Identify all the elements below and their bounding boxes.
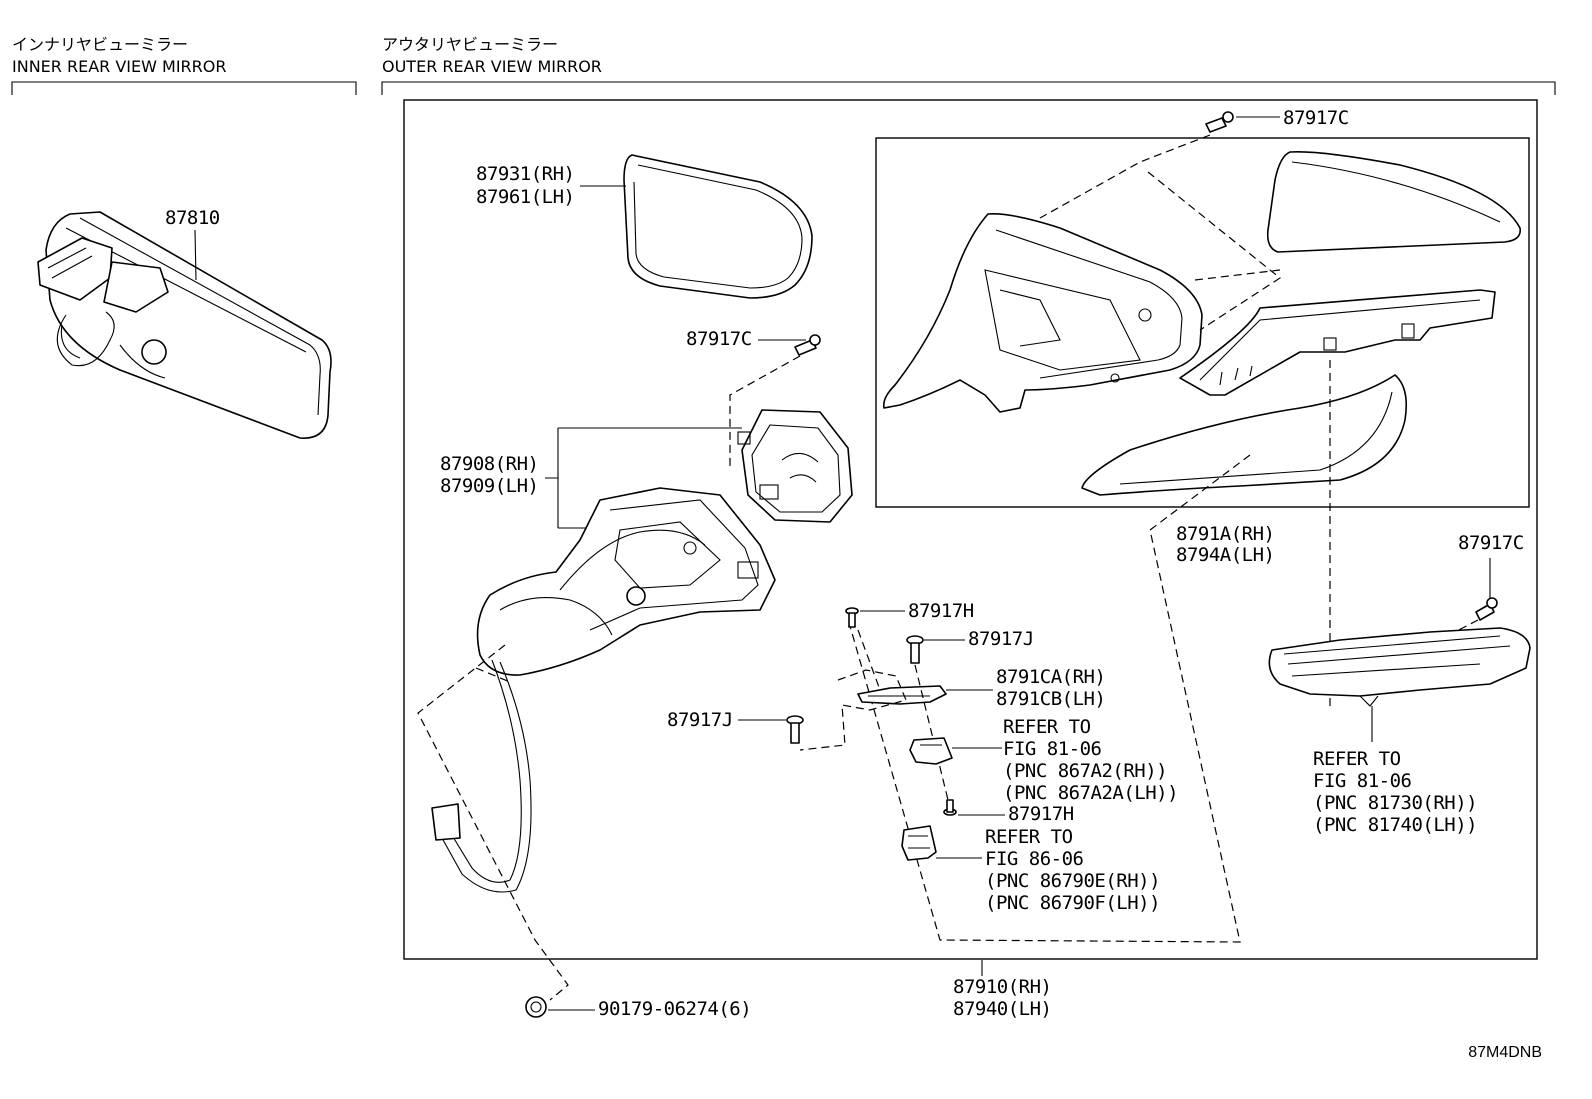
label-87917h-b: 87917H — [1008, 803, 1074, 825]
cover-subassembly-box — [875, 137, 1530, 508]
ref3-line1: REFER TO — [1313, 748, 1401, 770]
label-8791cb-lh: 8791CB(LH) — [996, 688, 1105, 710]
wiring-harness[interactable] — [431, 659, 532, 893]
screw-87917h-b[interactable] — [943, 799, 957, 816]
label-87917c-mid: 87917C — [686, 328, 752, 350]
mirror-glass[interactable] — [623, 154, 813, 299]
ref2-line1: REFER TO — [985, 826, 1073, 848]
label-87931-rh: 87931(RH) — [476, 163, 574, 185]
label-87917c-top: 87917C — [1283, 107, 1349, 129]
mirror-base-body[interactable] — [476, 487, 776, 676]
screw-87917c-right[interactable] — [1475, 597, 1498, 621]
ref1-line4: (PNC 867A2A(LH)) — [1003, 782, 1178, 804]
nut-90179[interactable] — [525, 996, 547, 1018]
screw-87917j-a[interactable] — [906, 635, 924, 664]
mirror-housing-shell[interactable] — [882, 212, 1203, 413]
outer-assembly-frame — [403, 99, 1538, 960]
ref2-line2: FIG 86-06 — [985, 848, 1084, 870]
inner-section-bracket — [11, 81, 357, 95]
mirror-actuator[interactable] — [737, 409, 853, 523]
ref2-line3: (PNC 86790E(RH)) — [985, 870, 1160, 892]
upper-cover[interactable] — [1266, 150, 1522, 253]
inner-section-title-en: INNER REAR VIEW MIRROR — [12, 57, 227, 76]
label-87917j-b: 87917J — [667, 709, 733, 731]
lower-cover[interactable] — [1081, 374, 1408, 496]
ref3-line4: (PNC 81740(LH)) — [1313, 814, 1477, 836]
ref1-line1: REFER TO — [1003, 716, 1091, 738]
outer-section-title-en: OUTER REAR VIEW MIRROR — [382, 57, 602, 76]
turn-signal-lamp[interactable] — [1268, 627, 1531, 707]
label-87810: 87810 — [165, 207, 220, 229]
label-87917h-a: 87917H — [908, 600, 974, 622]
label-8791ca-rh: 8791CA(RH) — [996, 666, 1105, 688]
screw-87917h-a[interactable] — [845, 607, 859, 628]
screw-87917c-top[interactable] — [1205, 111, 1234, 133]
inner-rear-view-mirror[interactable] — [37, 211, 332, 439]
ref3-line3: (PNC 81730(RH)) — [1313, 792, 1477, 814]
label-87961-lh: 87961(LH) — [476, 186, 574, 208]
screw-87917c-mid[interactable] — [794, 334, 821, 356]
inner-section-title-jp: インナリヤビューミラー — [12, 35, 188, 54]
screw-87917j-b[interactable] — [786, 715, 804, 744]
lamp-86790[interactable] — [901, 825, 937, 861]
label-90179-06274: 90179-06274(6) — [598, 998, 751, 1020]
label-87940-lh: 87940(LH) — [953, 998, 1051, 1020]
label-87908-rh: 87908(RH) — [440, 453, 538, 475]
label-87917j-a: 87917J — [968, 628, 1034, 650]
label-8794a-lh: 8794A(LH) — [1176, 544, 1274, 566]
label-87909-lh: 87909(LH) — [440, 475, 538, 497]
ref2-line4: (PNC 86790F(LH)) — [985, 892, 1160, 914]
label-87910-rh: 87910(RH) — [953, 976, 1051, 998]
diagram-code: 87M4DNB — [1468, 1044, 1542, 1061]
bracket-8791c[interactable] — [857, 685, 947, 705]
outer-section-bracket — [381, 81, 1556, 95]
lower-trim-bracket[interactable] — [1179, 289, 1496, 396]
ref1-line2: FIG 81-06 — [1003, 738, 1102, 760]
label-87917c-right: 87917C — [1458, 532, 1524, 554]
label-8791a-rh: 8791A(RH) — [1176, 523, 1274, 545]
outer-section-title-jp: アウタリヤビューミラー — [382, 35, 558, 54]
ref3-line2: FIG 81-06 — [1313, 770, 1412, 792]
connector-867a2[interactable] — [909, 737, 953, 765]
ref1-line3: (PNC 867A2(RH)) — [1003, 760, 1167, 782]
